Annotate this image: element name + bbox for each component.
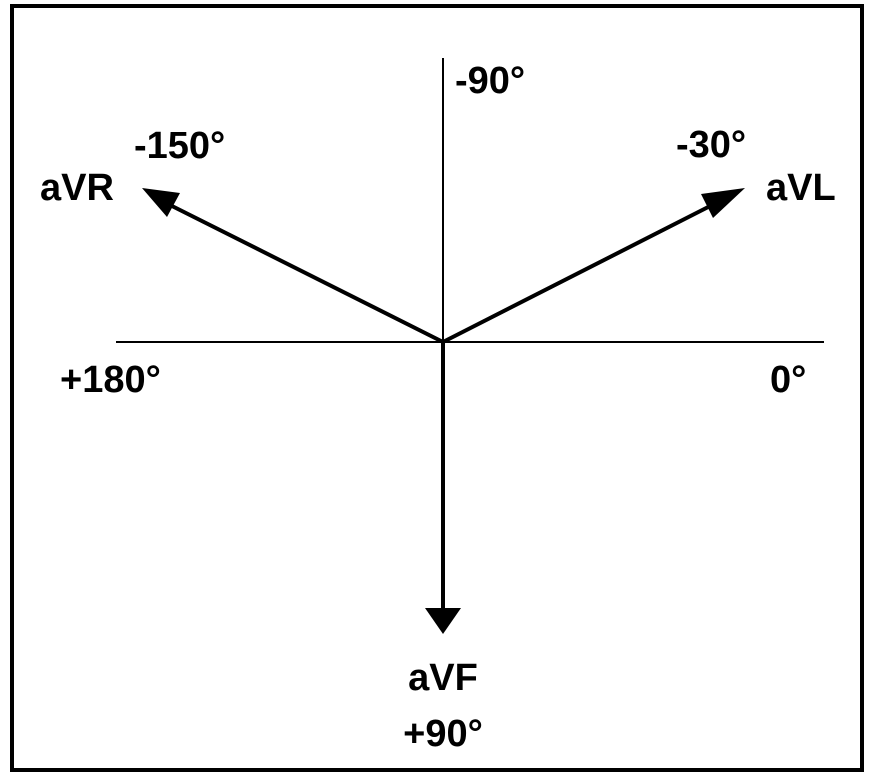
avl-vector-shaft (442, 199, 721, 344)
diagram-frame (10, 4, 864, 772)
right-angle-label: 0° (770, 359, 806, 401)
avr-lead-label: aVR (40, 167, 114, 209)
avf-angle-label: +90° (403, 713, 483, 755)
avl-angle-label: -30° (676, 124, 746, 166)
left-angle-label: +180° (60, 359, 161, 401)
avf-lead-label: aVF (408, 657, 478, 699)
avr-arrowhead (142, 188, 180, 217)
avf-arrowhead (425, 608, 461, 634)
avr-angle-label: -150° (134, 125, 225, 167)
avr-vector-shaft (161, 199, 444, 344)
avl-lead-label: aVL (766, 167, 836, 209)
top-angle-label: -90° (455, 60, 525, 102)
avl-arrowhead (701, 188, 745, 218)
